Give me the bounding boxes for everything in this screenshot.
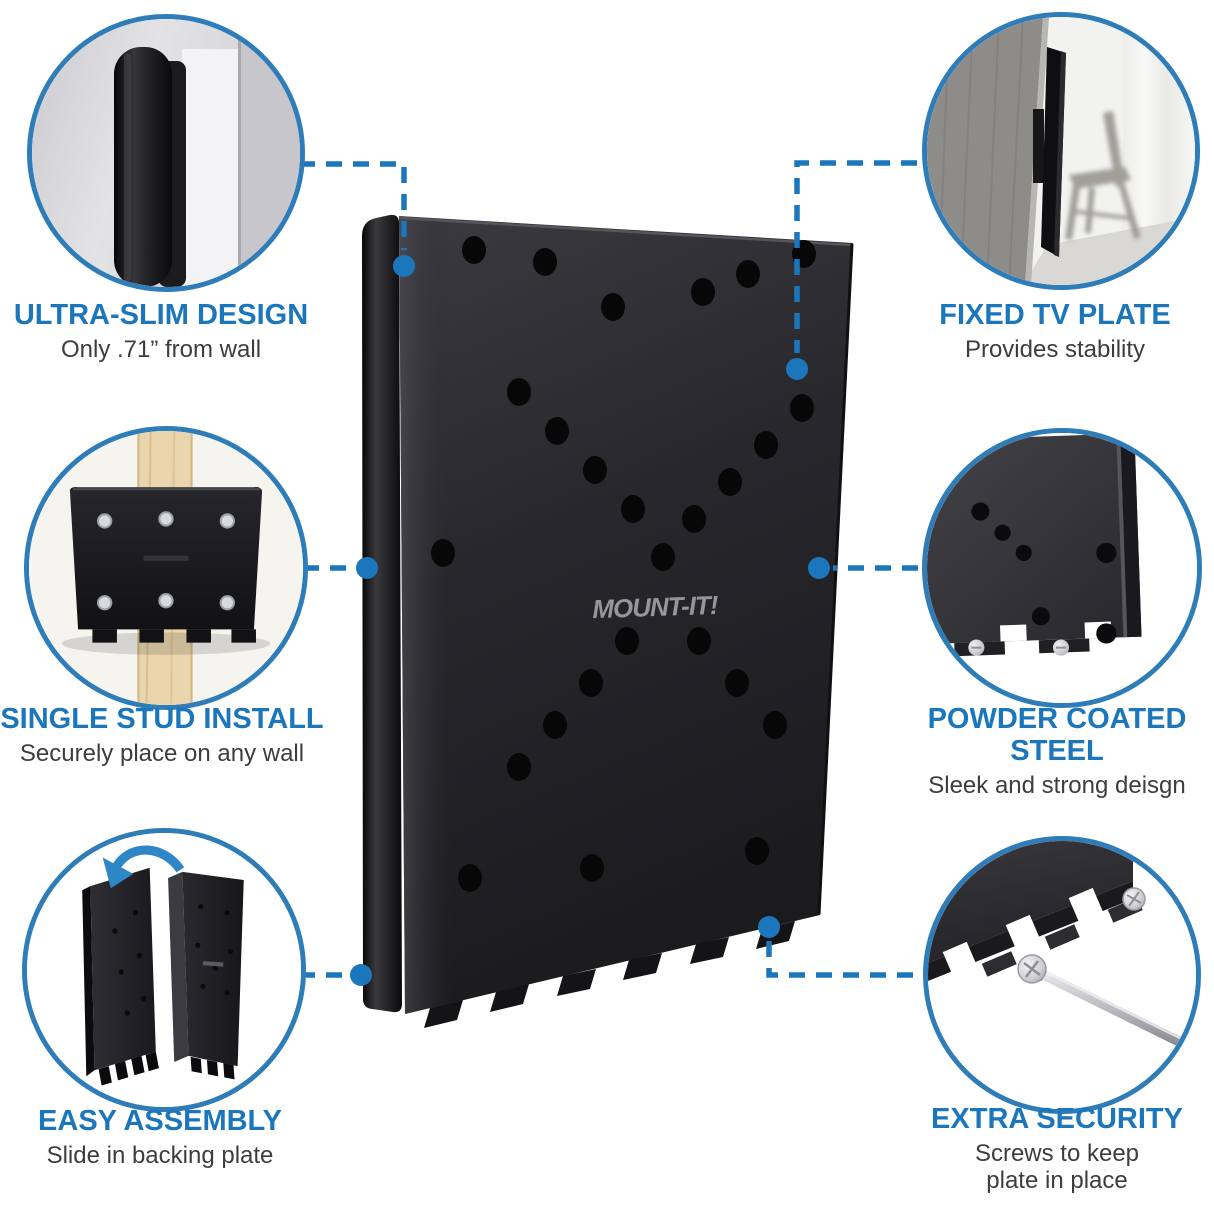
extra-security-photo — [928, 841, 1196, 1109]
fixed-tv-plate-photo — [927, 17, 1195, 285]
callout-connectors — [299, 160, 918, 978]
mount-bracket — [1033, 109, 1044, 183]
feature-title: ULTRA-SLIM DESIGN — [13, 299, 309, 331]
feature-description: Only .71” from wall — [60, 335, 262, 363]
feature-title: POWDER COATED STEEL — [927, 703, 1187, 767]
feature-single-stud: SINGLE STUD INSTALL Securely place on an… — [0, 703, 330, 767]
tab-screws — [968, 639, 1070, 656]
backing-plate-piece — [82, 867, 159, 1086]
wall-highlight — [182, 49, 240, 287]
connector-extra-security — [766, 941, 918, 978]
connector-fixed-tv-plate — [794, 160, 917, 353]
feature-powder-coated: POWDER COATED STEEL Sleek and strong dei… — [897, 703, 1214, 799]
extra-security-photo-circle — [923, 836, 1201, 1114]
mount-plate — [399, 216, 853, 1014]
feature-title: EASY ASSEMBLY — [38, 1105, 282, 1137]
feature-description: Provides stability — [964, 335, 1146, 363]
single-stud-photo — [29, 431, 303, 705]
powder-coated-photo — [927, 433, 1197, 703]
feature-title: FIXED TV PLATE — [939, 299, 1171, 331]
easy-assembly-photo-circle — [22, 828, 306, 1112]
wall-plate-piece — [168, 871, 244, 1080]
mount-rail-edge — [362, 214, 402, 1013]
chair-silhouette — [1065, 111, 1141, 240]
feature-description: Sleek and strong deisgn — [928, 771, 1186, 799]
feature-title: EXTRA SECURITY — [931, 1103, 1183, 1135]
feature-description: Securely place on any wall — [19, 739, 305, 767]
powder-coated-photo-circle — [922, 428, 1202, 708]
feature-description: Screws to keep plate in place — [974, 1139, 1140, 1195]
plate-edge-closeup — [928, 841, 1143, 981]
wall-mount-product: MOUNT-IT! — [362, 214, 854, 1028]
brand-logo: MOUNT-IT! — [592, 590, 720, 624]
slim-profile-bar — [114, 47, 172, 287]
feature-ultra-slim: ULTRA-SLIM DESIGN Only .71” from wall — [0, 299, 322, 363]
screw-holes — [96, 511, 236, 611]
easy-assembly-photo — [27, 833, 301, 1107]
security-screws — [1017, 887, 1146, 984]
slide-arrow — [102, 845, 185, 889]
plate-tabs — [92, 629, 256, 643]
wood-wall — [927, 17, 1043, 285]
ultra-slim-photo — [32, 19, 300, 287]
feature-description: Slide in backing plate — [46, 1141, 274, 1169]
plate-holes — [971, 502, 1117, 644]
feature-easy-assembly: EASY ASSEMBLY Slide in backing plate — [0, 1105, 320, 1169]
connector-ultra-slim — [299, 161, 407, 250]
single-stud-photo-circle — [24, 426, 308, 710]
ultra-slim-photo-circle — [27, 14, 305, 292]
feature-extra-security: EXTRA SECURITY Screws to keep plate in p… — [897, 1103, 1214, 1195]
feature-title: SINGLE STUD INSTALL — [0, 703, 324, 735]
bottom-tabs — [424, 921, 795, 1028]
connector-dots — [350, 255, 830, 986]
fixed-tv-plate-photo-circle — [922, 12, 1200, 290]
feature-fixed-tv-plate: FIXED TV PLATE Provides stability — [896, 299, 1214, 363]
